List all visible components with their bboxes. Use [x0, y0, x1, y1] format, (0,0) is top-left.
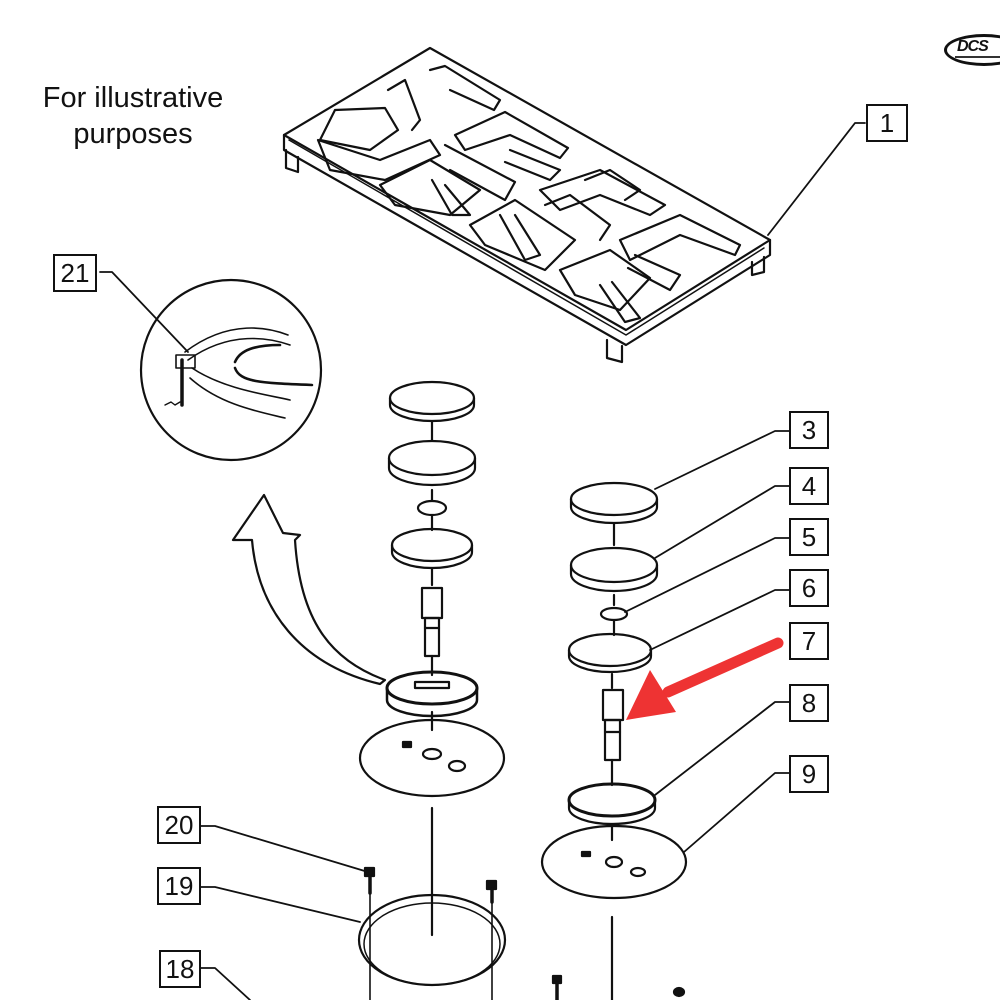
- callout-part-21[interactable]: 21: [53, 254, 97, 292]
- callout-part-19[interactable]: 19: [157, 867, 201, 905]
- callout-part-7[interactable]: 7: [789, 622, 829, 660]
- curved-arrow: [231, 493, 387, 686]
- callout-part-8[interactable]: 8: [789, 684, 829, 722]
- detail-magnifier: [139, 278, 323, 462]
- callout-part-3[interactable]: 3: [789, 411, 829, 449]
- callout-part-18[interactable]: 18: [159, 950, 201, 988]
- leader-lines: [99, 122, 866, 1000]
- bottom-ring-and-screws: [357, 866, 686, 1000]
- callout-part-4[interactable]: 4: [789, 467, 829, 505]
- logo-text: DCS: [957, 38, 989, 55]
- dcs-logo: DCS: [944, 34, 1000, 66]
- callout-part-6[interactable]: 6: [789, 569, 829, 607]
- illustrative-caption: For illustrative purposes: [18, 80, 248, 152]
- logo-subline: [955, 56, 1000, 58]
- right-burner-assembly: [540, 481, 688, 1000]
- callout-part-9[interactable]: 9: [789, 755, 829, 793]
- highlight-arrow: [626, 637, 784, 720]
- callout-part-20[interactable]: 20: [157, 806, 201, 844]
- callout-part-1[interactable]: 1: [866, 104, 908, 142]
- burner-grate: [282, 46, 772, 364]
- left-burner-assembly: [358, 380, 506, 937]
- caption-line-2: purposes: [73, 118, 193, 150]
- caption-line-1: For illustrative: [42, 82, 224, 114]
- callout-part-5[interactable]: 5: [789, 518, 829, 556]
